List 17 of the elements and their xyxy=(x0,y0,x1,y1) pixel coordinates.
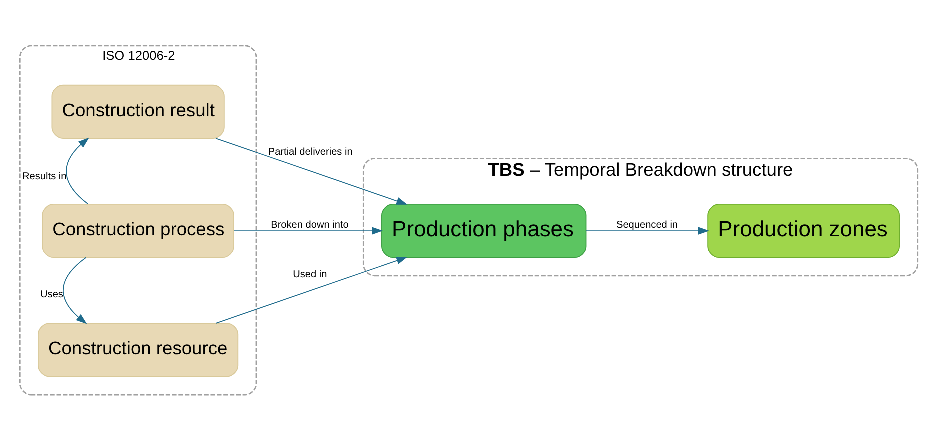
edge-label: Uses xyxy=(40,290,64,301)
arrow xyxy=(63,257,88,324)
arrow xyxy=(216,138,408,205)
node-box: Production zones xyxy=(708,204,900,258)
edge-label: Used in xyxy=(293,270,328,281)
edge-label: Sequenced in xyxy=(616,220,678,232)
node-box: Construction result xyxy=(52,84,225,139)
edge-label: Partial deliveries in xyxy=(268,146,353,158)
arrow xyxy=(216,257,408,324)
edge-label: Results in xyxy=(22,172,67,183)
arrow xyxy=(586,227,710,235)
edge-label: Broken down into xyxy=(271,220,349,232)
node-box: Construction resource xyxy=(38,323,239,378)
arrow xyxy=(234,227,384,235)
arrow xyxy=(66,138,90,205)
node-box: Production phases xyxy=(382,204,587,258)
node-box: Construction process xyxy=(42,204,234,258)
